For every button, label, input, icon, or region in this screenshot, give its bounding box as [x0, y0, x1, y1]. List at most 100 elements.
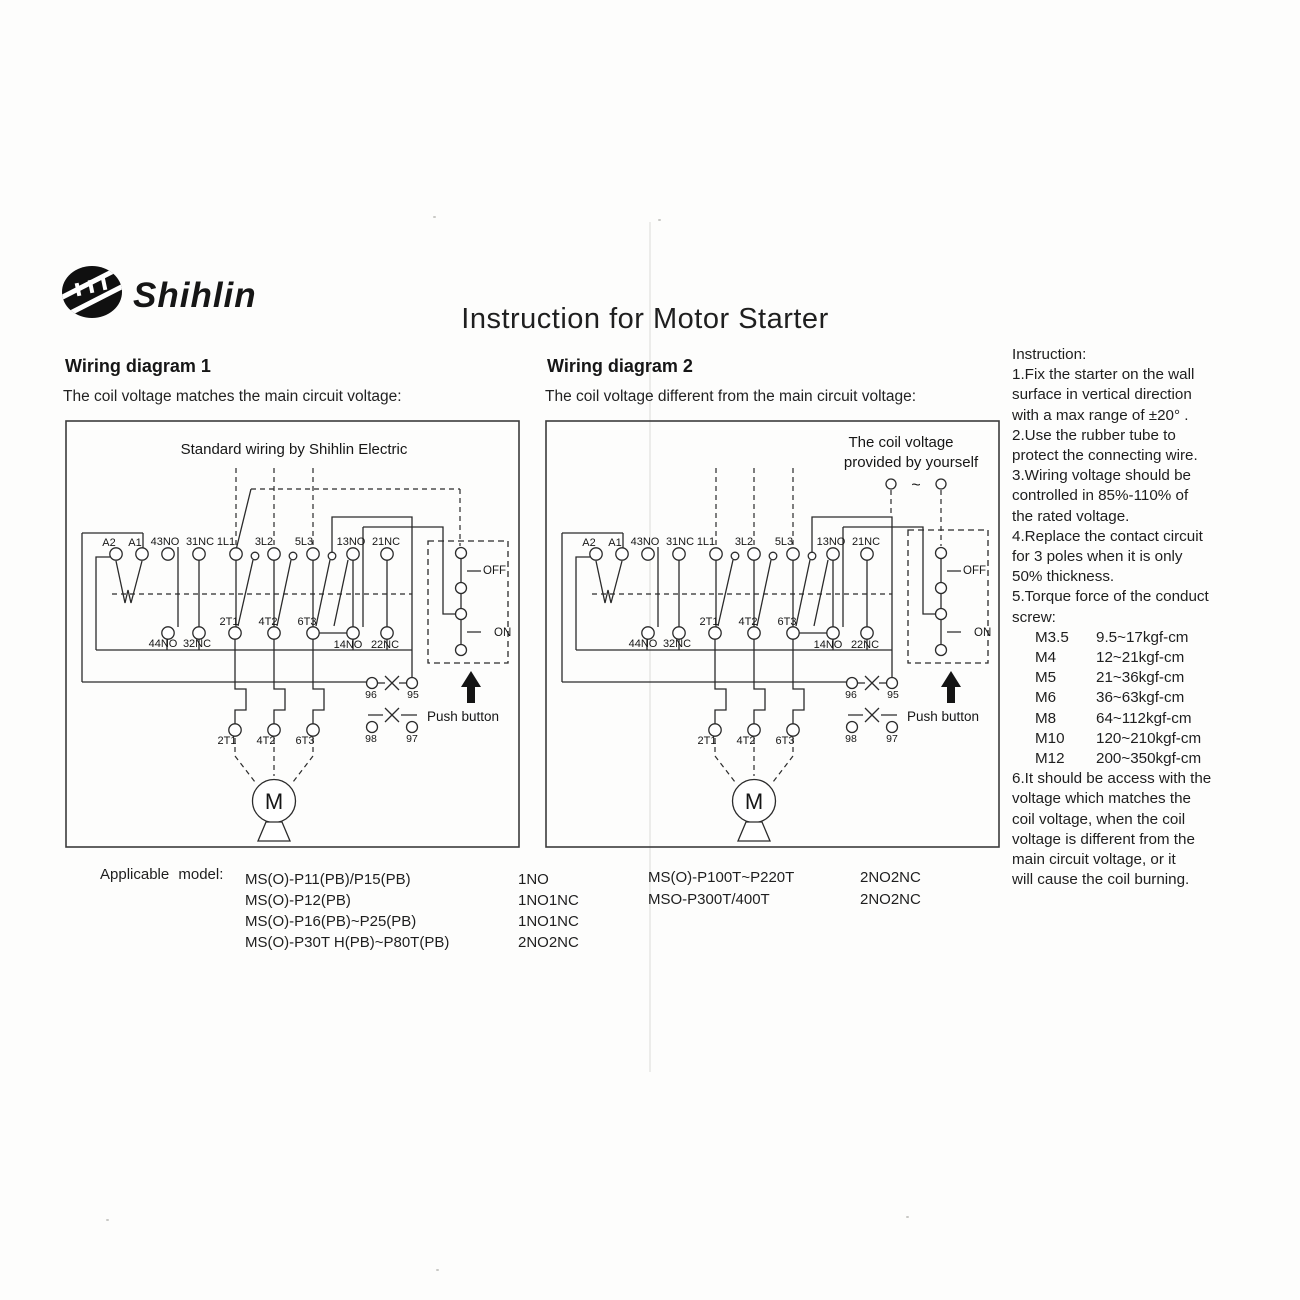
scan-speck	[658, 219, 661, 221]
overload-terminal-label: 95	[407, 689, 419, 701]
instruction-line: 5.Torque force of the conduct	[1012, 588, 1209, 606]
terminal-label: 14NO	[334, 639, 363, 651]
torque-range: 36~63kgf-cm	[1096, 689, 1185, 707]
diagram1-caption: Standard wiring by Shihlin Electric	[181, 441, 408, 458]
terminal-label: 6T3	[296, 735, 315, 747]
screw-size: M5	[1035, 669, 1057, 687]
terminal-label: 6T3	[778, 616, 797, 628]
torque-range: 120~210kgf-cm	[1096, 729, 1202, 747]
instruction-line: screw:	[1012, 608, 1056, 626]
diagram2-heading: Wiring diagram 2	[547, 356, 693, 376]
scan-speck	[106, 1219, 109, 1221]
wires-solid	[81, 488, 481, 724]
instruction-line: main circuit voltage, or it	[1012, 851, 1176, 869]
torque-row: M10 120~210kgf-cm	[1012, 729, 1274, 749]
terminal-label: 43NO	[151, 536, 180, 548]
model-row: MS(O)-P16(PB)~P25(PB) 1NO1NC	[245, 911, 579, 932]
terminal-label: 2T1	[220, 616, 239, 628]
instruction-line: 3.Wiring voltage should be	[1012, 467, 1191, 485]
terminal-label: 21NC	[372, 536, 400, 548]
terminal-label: 2T1	[218, 735, 237, 747]
instruction-line: the rated voltage.	[1012, 507, 1130, 525]
model-list-group1: MS(O)-P11(PB)/P15(PB) 1NO MS(O)-P12(PB) …	[245, 869, 579, 953]
model-name: MS(O)-P16(PB)~P25(PB)	[245, 913, 417, 930]
push-button-label: Push button	[907, 709, 979, 724]
overload-terminal-label: 97	[406, 733, 418, 745]
terminal-label: 21NC	[852, 536, 880, 548]
instruction-line: coil voltage, when the coil	[1012, 810, 1186, 828]
model-name: MS(O)-P11(PB)/P15(PB)	[245, 871, 411, 888]
motor-pedestal	[257, 821, 291, 842]
torque-range: 64~112kgf-cm	[1096, 709, 1192, 727]
terminal-label: 14NO	[814, 639, 843, 651]
terminal-label: 22NC	[371, 639, 399, 651]
torque-range: 200~350kgf-cm	[1096, 750, 1202, 768]
terminal-label: 2T1	[698, 735, 717, 747]
model-contacts: 2NO2NC	[860, 891, 921, 908]
on-button-label: ON	[494, 627, 511, 639]
shihlin-logo-icon	[62, 266, 122, 318]
terminal-label: 31NC	[186, 536, 214, 548]
scan-speck	[906, 1216, 909, 1218]
wires-dashed	[592, 468, 942, 783]
terminal-label: 13NO	[817, 536, 846, 548]
screw-size: M12	[1035, 750, 1065, 768]
terminal-label: 3L2	[255, 536, 273, 548]
terminal-label: A1	[128, 537, 141, 549]
wiring-diagram-2: The coil voltage provided by yourself ~ …	[545, 420, 1000, 848]
instruction-line: voltage which matches the	[1012, 790, 1191, 808]
diagram2-caption-line2: provided by yourself	[844, 454, 979, 471]
overload-x-contacts	[864, 675, 880, 723]
terminal-label: 1L1	[217, 536, 235, 548]
wiring-diagram-1: Standard wiring by Shihlin Electric A2 A…	[65, 420, 520, 848]
overload-terminal-label: 96	[845, 689, 857, 701]
push-button-label: Push button	[427, 709, 499, 724]
motor-letter: M	[745, 789, 763, 814]
terminal-circles	[109, 546, 468, 737]
terminal-label: 6T3	[776, 735, 795, 747]
terminal-label: 32NC	[183, 638, 211, 650]
overload-terminal-label: 97	[886, 733, 898, 745]
instruction-line: 50% thickness.	[1012, 568, 1115, 586]
screw-size: M8	[1035, 709, 1057, 727]
screw-size: M3.5	[1035, 628, 1069, 646]
model-row: MSO-P300T/400T 2NO2NC	[648, 889, 921, 911]
push-button-arrow-icon	[461, 671, 481, 703]
diagram1-heading: Wiring diagram 1	[65, 356, 211, 376]
terminal-label: 43NO	[631, 536, 660, 548]
applicable-model-label: Applicable model:	[100, 866, 224, 883]
instructions-panel: Instruction: 1.Fix the starter on the wa…	[1012, 345, 1274, 890]
model-row: MS(O)-P30T H(PB)~P80T(PB) 2NO2NC	[245, 932, 579, 953]
instructions-title: Instruction:	[1012, 346, 1087, 363]
overload-terminal-label: 96	[365, 689, 377, 701]
model-row: MS(O)-P100T~P220T 2NO2NC	[648, 867, 921, 889]
diagram1-subtitle: The coil voltage matches the main circui…	[63, 388, 402, 405]
torque-row: M6 36~63kgf-cm	[1012, 688, 1274, 708]
screw-size: M6	[1035, 689, 1057, 707]
torque-row: M12 200~350kgf-cm	[1012, 749, 1274, 769]
overload-terminal-label: 98	[845, 733, 857, 745]
instruction-line: will cause the coil burning.	[1012, 871, 1190, 889]
instruction-line: 2.Use the rubber tube to	[1012, 426, 1176, 444]
terminal-label: 44NO	[149, 638, 178, 650]
terminal-label: 4T2	[739, 616, 758, 628]
off-button-label: OFF	[483, 565, 506, 577]
diagram2-subtitle: The coil voltage different from the main…	[545, 388, 917, 405]
terminal-label: 32NC	[663, 638, 691, 650]
on-button-label: ON	[974, 627, 991, 639]
motor-letter: M	[265, 789, 283, 814]
instruction-line: controlled in 85%-110% of	[1012, 487, 1189, 505]
terminal-label: A1	[608, 537, 621, 549]
terminal-label: 1L1	[697, 536, 715, 548]
diagram2-caption-line1: The coil voltage	[848, 434, 953, 451]
torque-row: M8 64~112kgf-cm	[1012, 709, 1274, 729]
wires-dashed	[112, 468, 461, 783]
model-row: MS(O)-P12(PB) 1NO1NC	[245, 890, 579, 911]
terminal-label: 44NO	[629, 638, 658, 650]
scan-speck	[436, 1269, 439, 1271]
terminal-label: 6T3	[298, 616, 317, 628]
model-name: MS(O)-P30T H(PB)~P80T(PB)	[245, 934, 450, 951]
instruction-line: protect the connecting wire.	[1012, 447, 1198, 465]
model-contacts: 2NO2NC	[860, 869, 921, 886]
pushbutton-station-box	[427, 540, 509, 664]
